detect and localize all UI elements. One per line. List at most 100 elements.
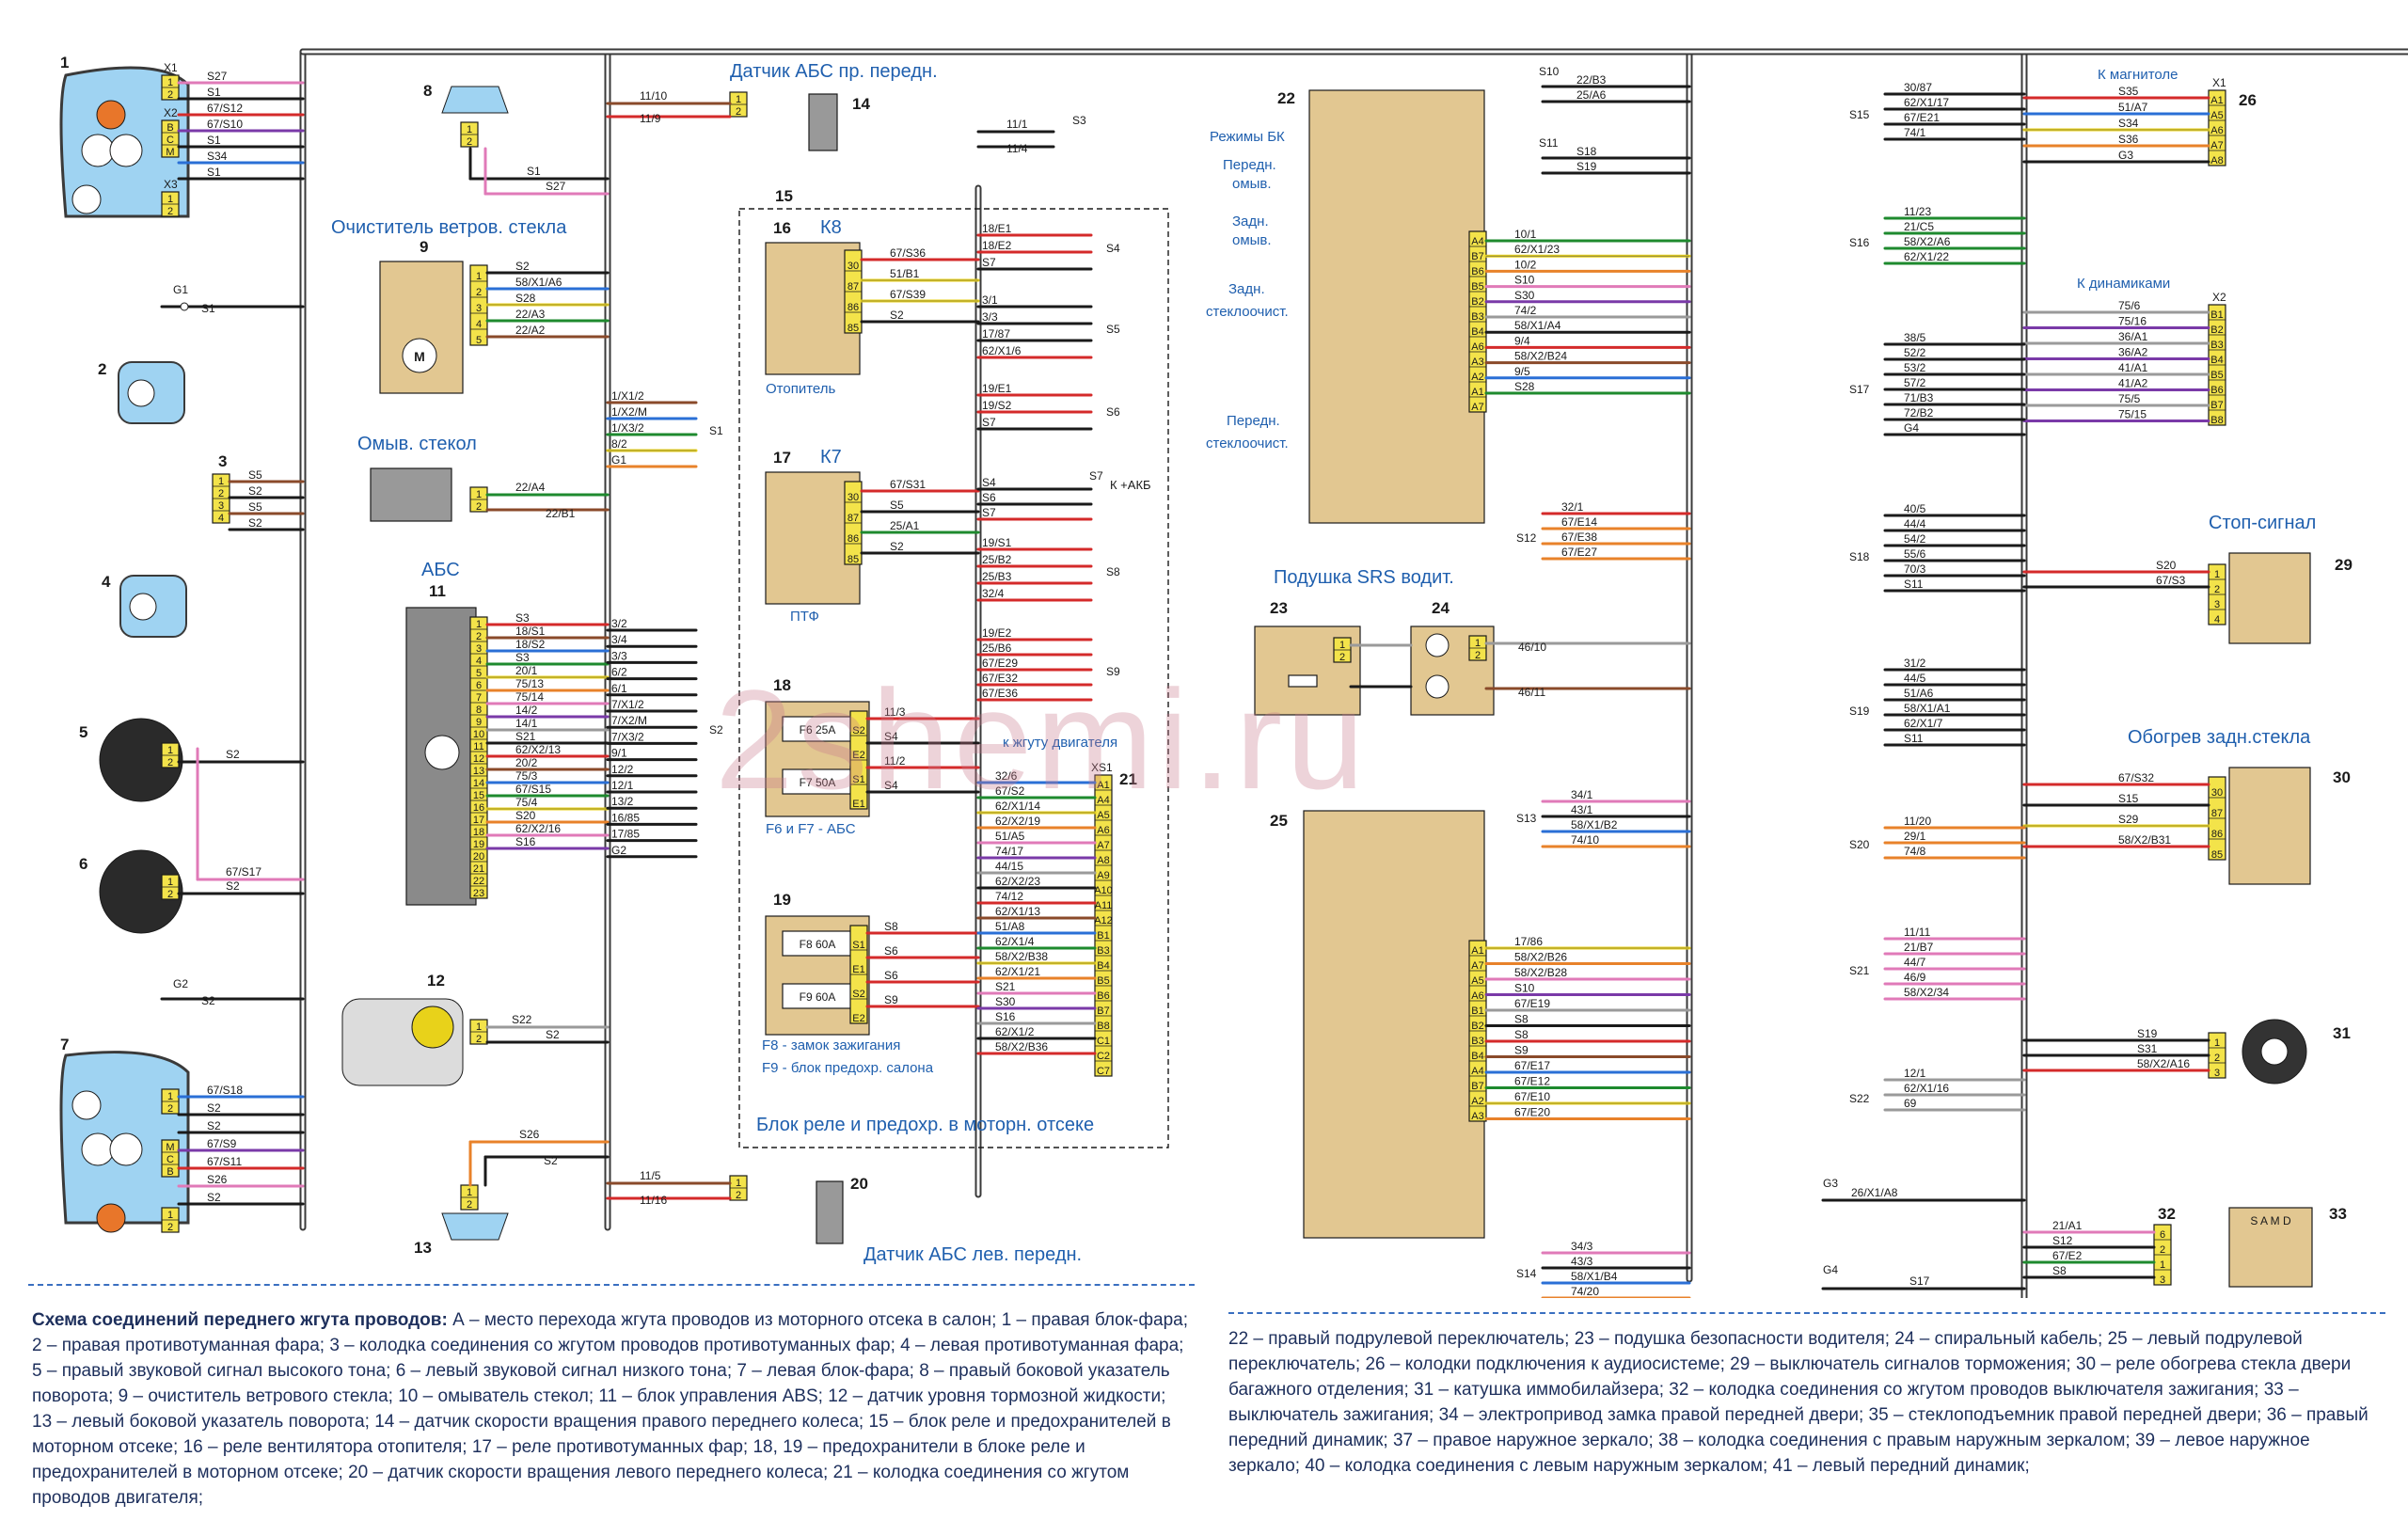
wires-s16-label: 62/X1/22: [1904, 250, 1949, 263]
wires-s11-label: S19: [1576, 160, 1597, 173]
connector-25-pin: B7: [1471, 1081, 1483, 1092]
connector-11-pin: 15: [473, 790, 484, 801]
label-washer: Омыв. стекол: [357, 434, 477, 454]
connector-x2-speakers-pin: B7: [2210, 400, 2223, 411]
connector-26-pin: A8: [2210, 155, 2223, 166]
splice-s1-label: S1: [709, 424, 723, 437]
label-front-wiper: Передн.: [1227, 413, 1280, 429]
connector-21-pin: B5: [1097, 975, 1109, 987]
wires-s22-label: 69: [1904, 1097, 1917, 1110]
connector-22-pin: A4: [1471, 236, 1483, 247]
wires-9-label: 22/A2: [515, 324, 546, 337]
wires-s17-label: 52/2: [1904, 346, 1926, 359]
wires-21-label: 62/X1/4: [995, 935, 1035, 948]
connector-30-pin: 85: [2211, 849, 2223, 861]
connector-11-pin: 17: [473, 815, 484, 826]
component-2-number: 2: [98, 360, 106, 378]
component-7-number: 7: [60, 1036, 69, 1053]
connector-26-pin: A7: [2210, 140, 2223, 151]
legend-right: 22 – правый подрулевой переключатель; 23…: [1228, 1329, 2368, 1476]
washer-pump: [370, 467, 452, 522]
label-f9: F9 - блок предохр. салона: [762, 1060, 934, 1076]
wires-25-label: 67/E20: [1514, 1106, 1550, 1119]
connector-x2-speakers-pin: B8: [2210, 415, 2223, 426]
wires-17-label: S2: [890, 540, 904, 553]
bulb-icon: [81, 1132, 115, 1166]
wires-11-label: 67/S15: [515, 783, 551, 796]
horn-high: [99, 718, 183, 802]
component-11-number: 11: [429, 582, 446, 600]
wires-25-label: 67/E12: [1514, 1075, 1550, 1088]
wires-16-label: 51/B1: [890, 267, 920, 280]
wires-x2-label: 75/5: [2118, 392, 2141, 405]
connector-7-x3-pin: 2: [167, 1103, 173, 1115]
wires-s18-label: 54/2: [1904, 532, 1926, 546]
wire-20-label: 11/16: [640, 1194, 667, 1207]
wire-14-label: 11/9: [640, 112, 661, 125]
wires-26-label: 51/A7: [2118, 101, 2148, 114]
connector-29-pin: 4: [2214, 614, 2220, 625]
wires-s19-label: 58/X1/A1: [1904, 702, 1951, 715]
legend-left-text: А – место перехода жгута проводов из мот…: [32, 1310, 1188, 1508]
splice-s3-label: S3: [1072, 114, 1086, 127]
connector-23-pin: 2: [1339, 652, 1345, 663]
wires-s14-label: 43/3: [1571, 1255, 1593, 1268]
wire-8-label: S27: [546, 180, 566, 193]
connector-14-pin: 2: [736, 106, 741, 118]
wires-30-label: S15: [2118, 792, 2139, 805]
wires-21-label: S30: [995, 995, 1016, 1008]
label-wiper: Очиститель ветров. стекла: [331, 217, 567, 238]
label-rear-wash: Задн.: [1232, 214, 1269, 230]
connector-7-x2-pin: B: [166, 1166, 173, 1178]
bulb-icon: [71, 184, 102, 214]
connector-22-pin: B7: [1471, 251, 1483, 262]
connector-21-pin: A11: [1095, 900, 1113, 911]
wires-s15-label: 74/1: [1904, 126, 1926, 139]
connector-25-pin: A5: [1471, 975, 1483, 987]
relay-box-outline: [738, 208, 1169, 1148]
splice-s16-label: S16: [1849, 236, 1870, 249]
wires-11b-label: 12/2: [611, 763, 634, 776]
wires-21-label: 67/S2: [995, 784, 1025, 798]
label-to-radio: К магнитоле: [2098, 67, 2178, 83]
wires-s21-label: 21/B7: [1904, 941, 1934, 954]
label-stop-signal: Стоп-сигнал: [2209, 513, 2316, 533]
wires-x2-label: 36/A2: [2118, 346, 2148, 359]
component-20-number: 20: [850, 1175, 868, 1193]
component-5-number: 5: [79, 723, 87, 741]
abs-sensor-right: [808, 93, 838, 151]
connector-22-pin: B4: [1471, 326, 1483, 338]
component-12-number: 12: [427, 972, 445, 990]
wires-30-label: 67/S32: [2118, 771, 2154, 784]
connector-7-x1-pin: 1: [167, 1210, 173, 1221]
wires-11b-label: 13/2: [611, 795, 634, 808]
wires-s19-label: 51/A6: [1904, 687, 1934, 700]
wires-s1-label: 1/X1/2: [611, 389, 644, 403]
wires-11-label: 62/X2/13: [515, 743, 561, 756]
wires-s4-label: 18/E2: [982, 239, 1012, 252]
wires-s20-label: 74/8: [1904, 845, 1926, 858]
connector-32-pin: 1: [2160, 1259, 2165, 1271]
wires-21-label: S21: [995, 980, 1016, 993]
wires-s5-label: 17/87: [982, 327, 1010, 340]
connector-17-pin: 86: [848, 533, 859, 545]
connector-30-pin: 30: [2211, 787, 2223, 799]
wires-x2-label: 75/15: [2118, 408, 2147, 421]
connector-11-pin: 11: [473, 741, 483, 752]
connector-21-pin: A1: [1097, 780, 1109, 791]
wires-s17-label: 57/2: [1904, 376, 1926, 389]
connector-18-pin: S1: [852, 774, 864, 785]
connector-11-pin: 6: [476, 680, 482, 691]
wires-11-label: 18/S2: [515, 638, 546, 651]
wires-31-label: 58/X2/A16: [2137, 1057, 2190, 1070]
connector-21-pin: B4: [1097, 960, 1109, 972]
wires-25-label: 67/E17: [1514, 1059, 1550, 1072]
connector-21-pin: C2: [1097, 1051, 1110, 1062]
label-to-speakers: К динамиками: [2077, 276, 2170, 292]
wires-25-label: 17/86: [1514, 935, 1543, 948]
connector-21-pin: A7: [1097, 840, 1109, 851]
label-abs-right: Датчик АБС пр. передн.: [730, 61, 938, 82]
wires-7-label: S2: [207, 1101, 221, 1115]
wires-25-label: S8: [1514, 1028, 1529, 1041]
wire-10-label: 22/A4: [515, 481, 546, 494]
